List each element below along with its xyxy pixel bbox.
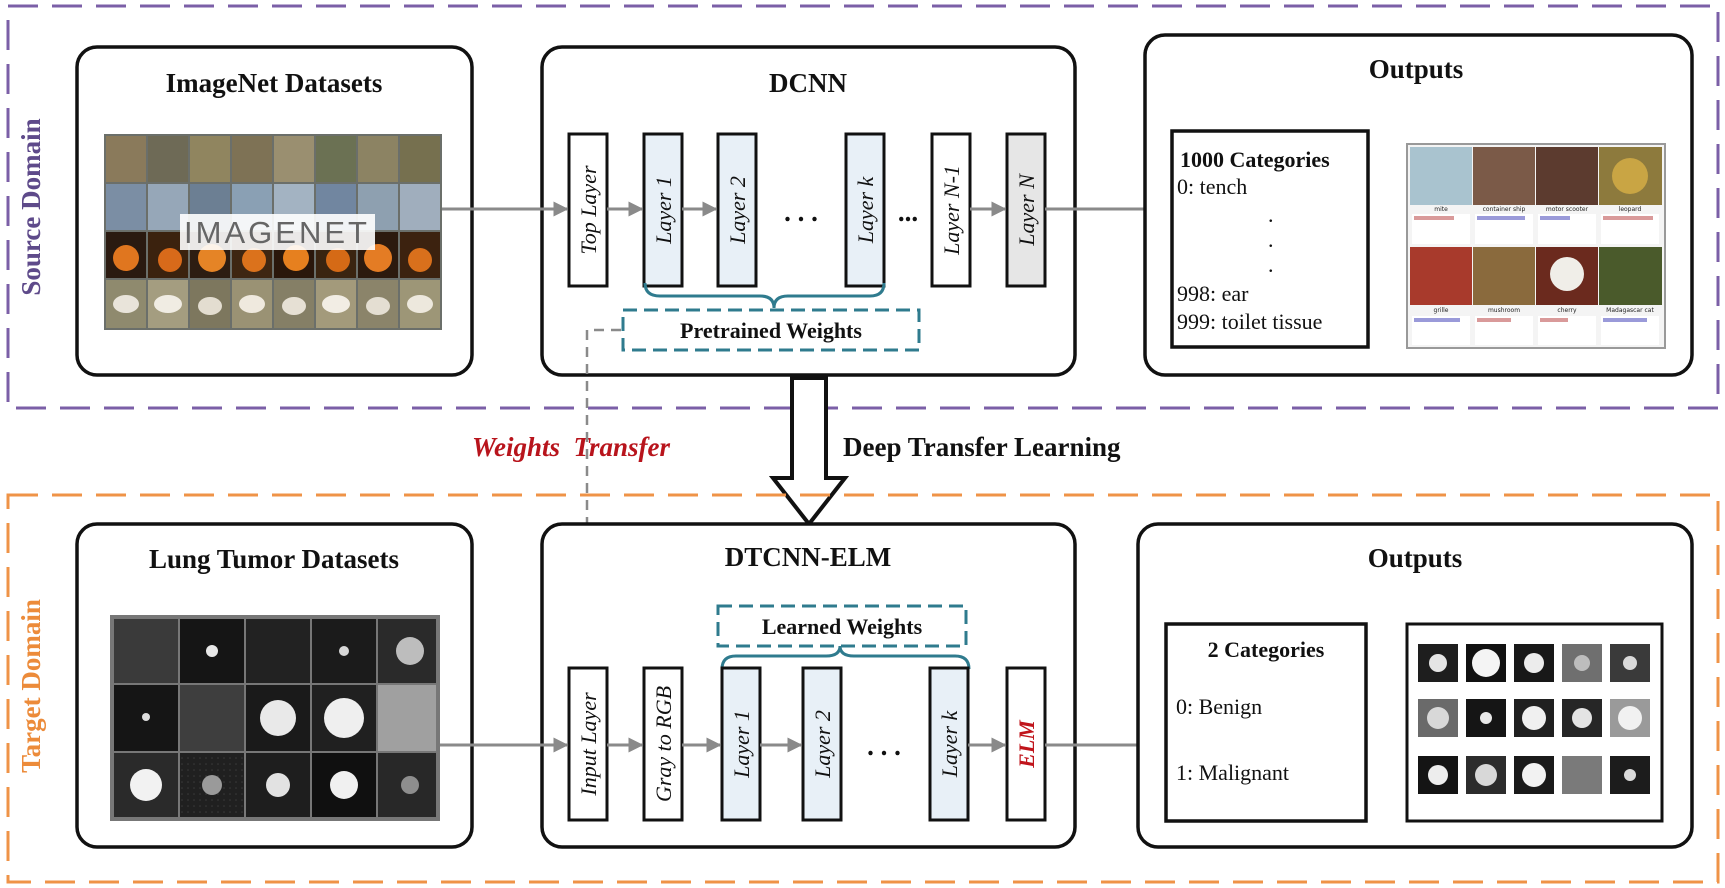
target-categories-box bbox=[1164, 622, 1368, 823]
source-category-999: 999: toilet tissue bbox=[1177, 309, 1322, 334]
pred-label-2: container ship bbox=[1483, 206, 1526, 213]
source-dot-1: . bbox=[1268, 202, 1274, 227]
source-domain-label: Source Domain bbox=[16, 118, 46, 295]
pred-label-4: leopard bbox=[1619, 206, 1642, 213]
dcnn-layer-2: Layer 2 bbox=[716, 132, 758, 288]
svg-text:Layer k: Layer k bbox=[853, 175, 878, 244]
imagenet-predictions-image: mite container ship motor scooter leopar… bbox=[1406, 143, 1666, 349]
learned-weights-brace bbox=[720, 645, 971, 670]
svg-text:Layer 1: Layer 1 bbox=[729, 710, 754, 779]
pred-label-6: mushroom bbox=[1488, 307, 1520, 314]
source-category-998: 998: ear bbox=[1177, 281, 1249, 306]
pred-label-5: grille bbox=[1434, 307, 1449, 314]
target-categories-title: 2 Categories bbox=[1208, 637, 1325, 662]
learned-weights-box bbox=[716, 604, 968, 648]
weights-transfer-label: Weights Transfer bbox=[472, 432, 671, 462]
dtcnn-layer-gray-to-rgb: Gray to RGB bbox=[642, 666, 684, 822]
imagenet-image: IMAGENET bbox=[104, 134, 442, 330]
dtcnn-layer-1: Layer 1 bbox=[720, 666, 762, 822]
dcnn-ellipsis-1: . . . bbox=[784, 197, 818, 227]
dcnn-title: DCNN bbox=[769, 68, 847, 98]
source-dot-2: . bbox=[1268, 227, 1274, 252]
lung-tumor-title: Lung Tumor Datasets bbox=[149, 544, 399, 574]
deep-transfer-learning-arrow bbox=[768, 376, 850, 528]
svg-text:Layer 2: Layer 2 bbox=[725, 176, 750, 245]
source-categories-box bbox=[1170, 129, 1370, 349]
svg-text:Layer k: Layer k bbox=[937, 709, 962, 778]
dcnn-layer-n: Layer N bbox=[1005, 132, 1047, 288]
deep-transfer-learning-label: Deep Transfer Learning bbox=[843, 432, 1121, 462]
dtcnn-layer-2: Layer 2 bbox=[801, 666, 843, 822]
svg-text:Top Layer: Top Layer bbox=[576, 165, 601, 254]
svg-text:ELM: ELM bbox=[1014, 719, 1039, 769]
imagenet-title: ImageNet Datasets bbox=[166, 68, 383, 98]
dtcnn-ellipsis: . . . bbox=[867, 731, 901, 761]
dtcnn-layer-elm: ELM bbox=[1005, 666, 1047, 822]
pred-label-1: mite bbox=[1434, 206, 1448, 213]
pred-label-3: motor scooter bbox=[1546, 206, 1589, 213]
lung-tumor-image bbox=[110, 615, 440, 821]
svg-text:Input Layer: Input Layer bbox=[576, 692, 601, 797]
source-outputs-title: Outputs bbox=[1369, 54, 1464, 84]
dcnn-box bbox=[540, 45, 1077, 377]
source-domain-border bbox=[6, 4, 1720, 410]
source-category-0: 0: tench bbox=[1177, 174, 1247, 199]
svg-text:Layer 2: Layer 2 bbox=[810, 710, 835, 779]
dtcnn-layer-k: Layer k bbox=[928, 666, 970, 822]
pred-label-7: cherry bbox=[1557, 307, 1577, 314]
pretrained-weights-brace bbox=[643, 282, 886, 309]
target-domain-border bbox=[6, 493, 1720, 884]
source-dot-3: . bbox=[1268, 252, 1274, 277]
dcnn-layer-top: Top Layer bbox=[567, 132, 609, 288]
source-categories-title: 1000 Categories bbox=[1180, 147, 1330, 172]
svg-text:Layer N-1: Layer N-1 bbox=[939, 165, 964, 256]
dcnn-layer-k: Layer k bbox=[844, 132, 886, 288]
dcnn-layer-1: Layer 1 bbox=[642, 132, 684, 288]
imagenet-logo: IMAGENET bbox=[184, 215, 370, 250]
lung-predictions-image bbox=[1405, 622, 1664, 823]
dcnn-layer-n-1: Layer N-1 bbox=[930, 132, 972, 288]
pred-label-8: Madagascar cat bbox=[1606, 307, 1654, 314]
dtcnn-layer-input: Input Layer bbox=[567, 666, 609, 822]
target-category-1: 1: Malignant bbox=[1176, 760, 1289, 785]
target-domain-label: Target Domain bbox=[16, 599, 46, 773]
target-category-0: 0: Benign bbox=[1176, 694, 1262, 719]
pretrained-weights-box bbox=[621, 308, 921, 352]
svg-text:Layer 1: Layer 1 bbox=[651, 176, 676, 245]
svg-text:Layer N: Layer N bbox=[1014, 173, 1039, 247]
target-outputs-title: Outputs bbox=[1368, 543, 1463, 573]
svg-text:Gray to RGB: Gray to RGB bbox=[651, 686, 676, 802]
dtcnn-elm-title: DTCNN-ELM bbox=[725, 542, 892, 572]
dcnn-ellipsis-2: ... bbox=[898, 197, 918, 227]
learned-weights-label: Learned Weights bbox=[762, 614, 923, 639]
pretrained-weights-label: Pretrained Weights bbox=[680, 318, 862, 343]
